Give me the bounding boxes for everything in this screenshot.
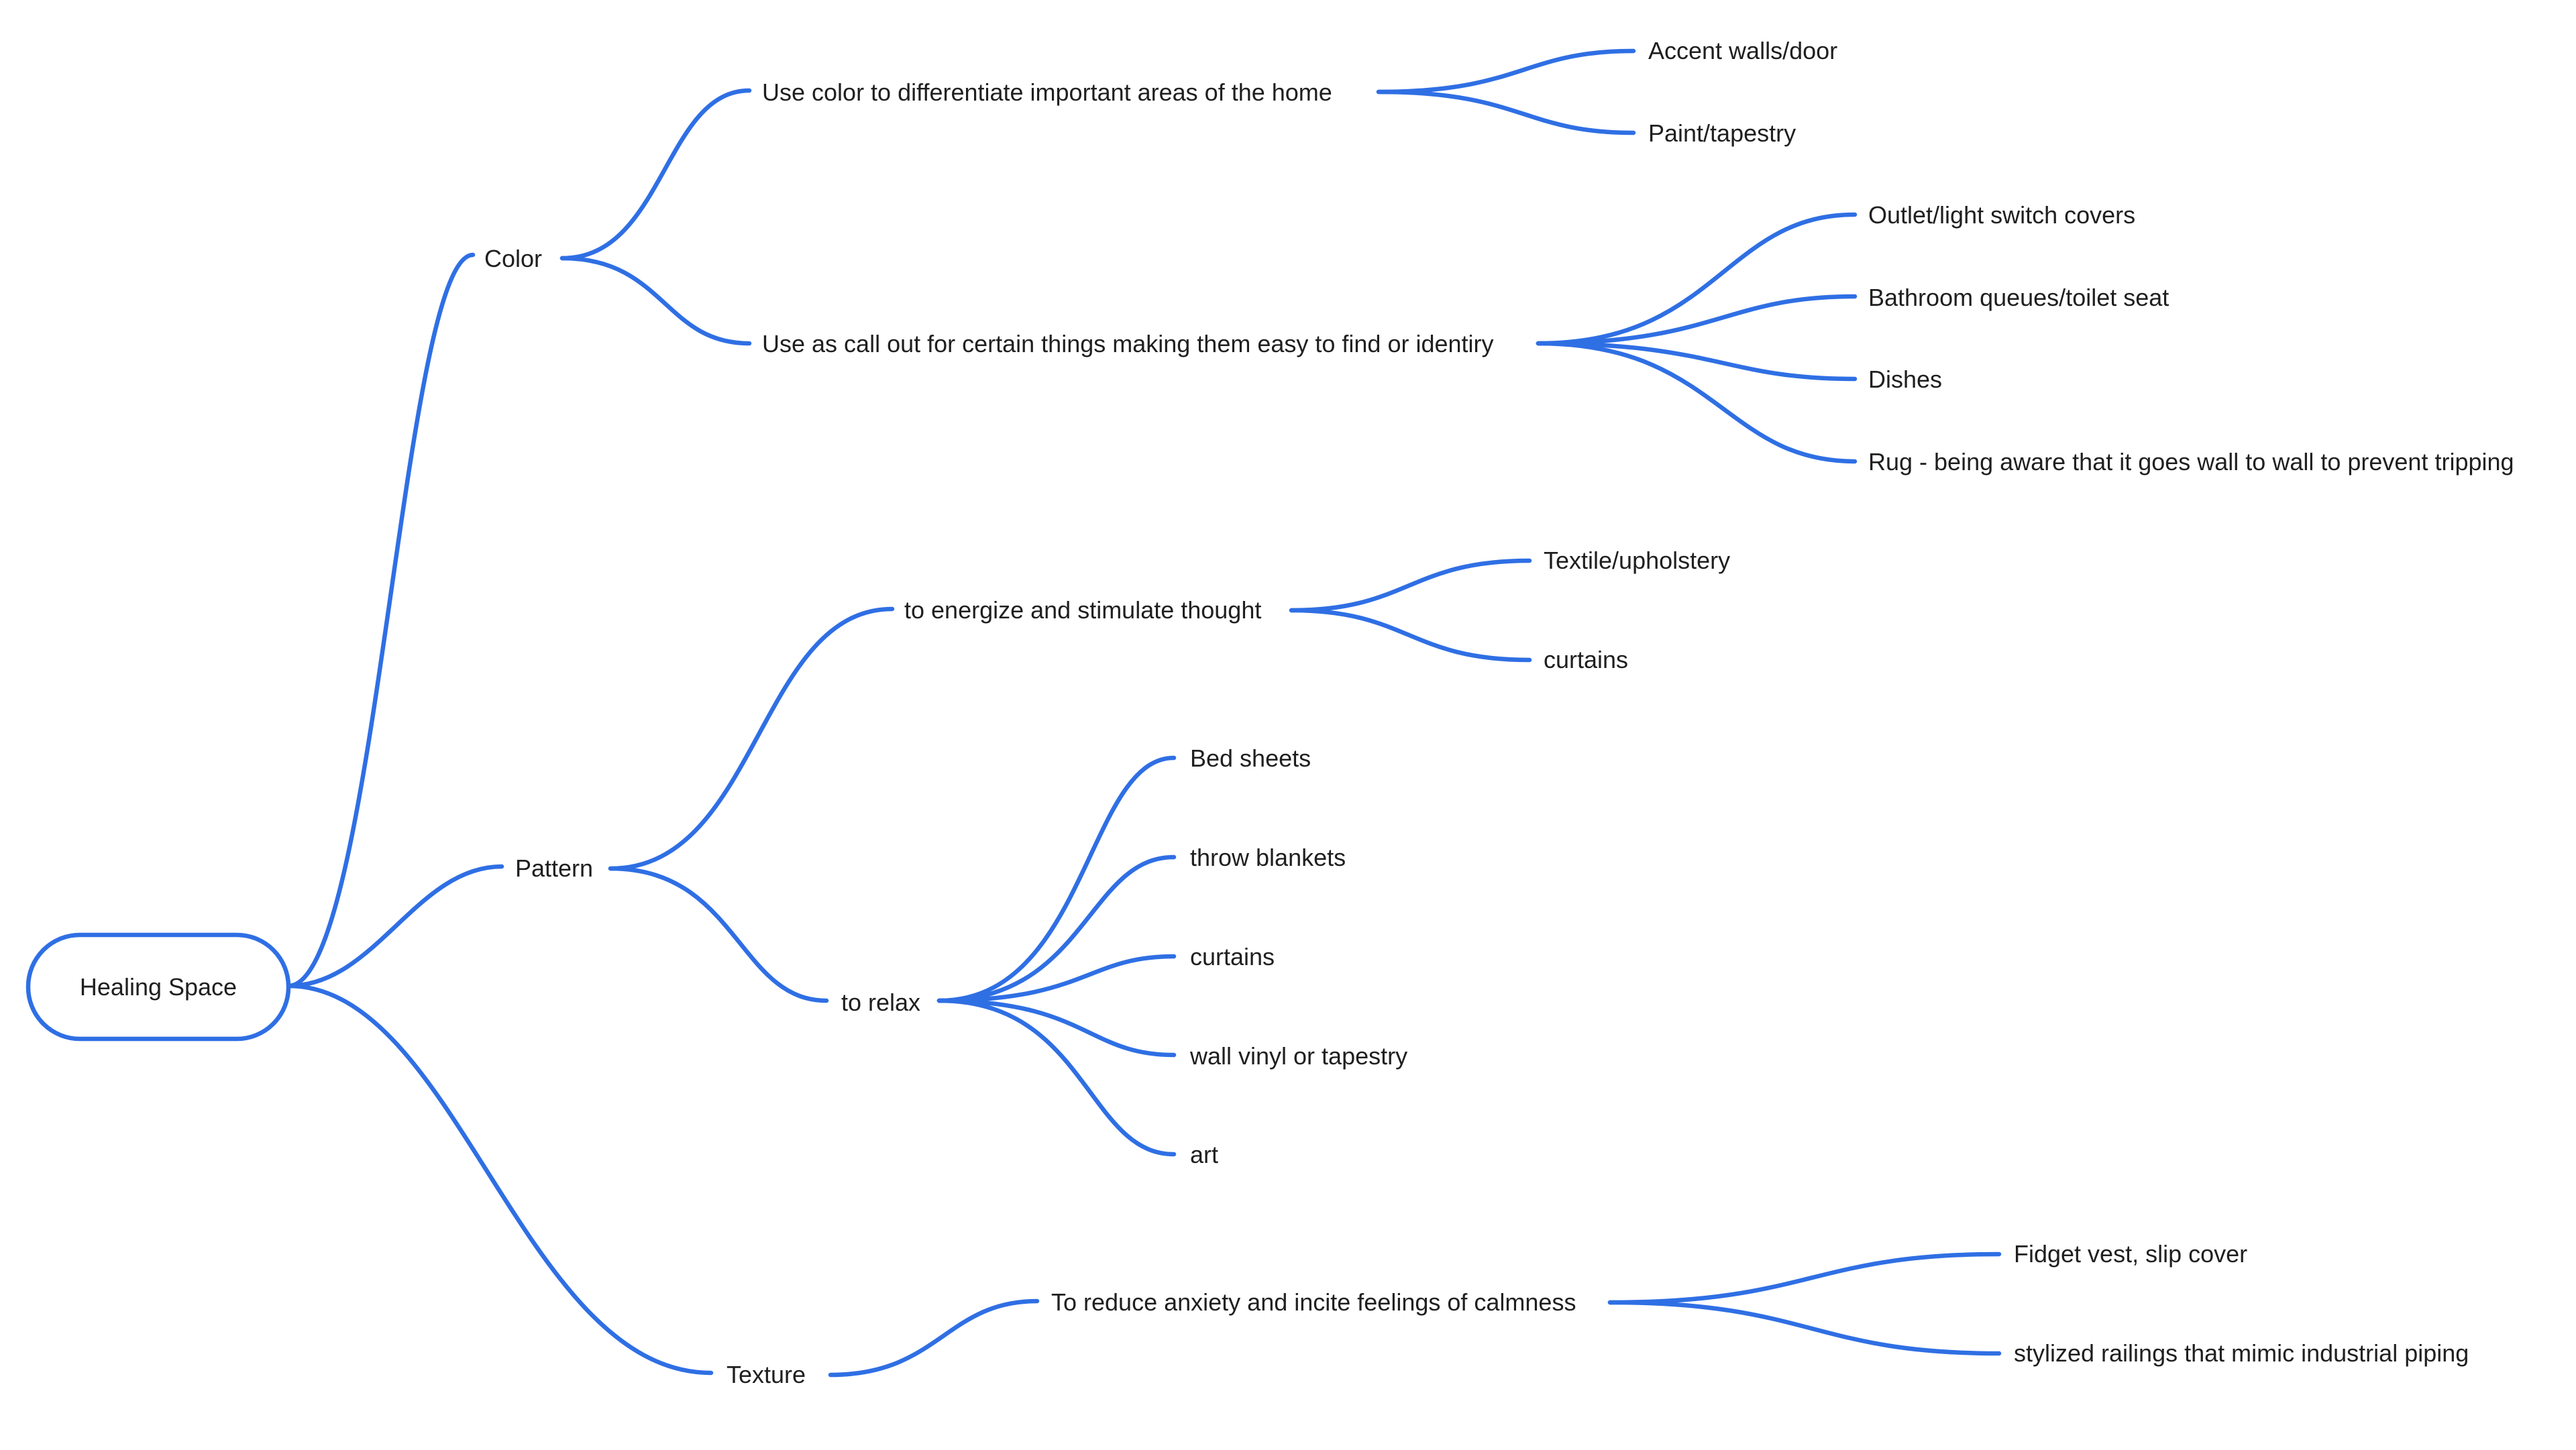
edge-callout-dishes: [1536, 341, 1858, 382]
connector-lines: [286, 48, 2002, 1378]
edge-relax-throw: [936, 854, 1177, 1003]
edge-differentiate-paint: [1376, 89, 1636, 135]
edge-relax-vinyl: [936, 998, 1177, 1058]
edge-energize-curtains: [1289, 608, 1532, 663]
pattern-relax-label[interactable]: to relax: [841, 989, 921, 1016]
edge-relax-curtains: [936, 954, 1177, 1003]
edge-callout-rug: [1536, 341, 1858, 464]
branch-texture-label[interactable]: Texture: [727, 1361, 806, 1388]
edge-root-pattern: [286, 864, 504, 989]
leaf-textile-upholstery[interactable]: Textile/upholstery: [1544, 547, 1731, 574]
root-node-label[interactable]: Healing Space: [79, 973, 237, 1001]
leaf-paint-tapestry[interactable]: Paint/tapestry: [1648, 119, 1796, 147]
leaf-bed-sheets[interactable]: Bed sheets: [1190, 744, 1311, 772]
edge-differentiate-accent: [1376, 48, 1636, 95]
leaf-curtains-relax[interactable]: curtains: [1190, 943, 1275, 970]
edge-pattern-relax: [608, 866, 829, 1003]
branch-color-label[interactable]: Color: [484, 245, 543, 272]
leaf-bathroom-queues[interactable]: Bathroom queues/toilet seat: [1868, 284, 2169, 311]
edge-root-texture: [286, 983, 714, 1376]
edge-root-color: [286, 252, 476, 989]
texture-reduce-label[interactable]: To reduce anxiety and incite feelings of…: [1051, 1288, 1576, 1316]
pattern-energize-label[interactable]: to energize and stimulate thought: [904, 596, 1262, 624]
edge-color-differentiate: [559, 88, 752, 261]
edge-relax-bedsheets: [936, 755, 1177, 1003]
leaf-rug[interactable]: Rug - being aware that it goes wall to w…: [1868, 448, 2514, 476]
color-callout-label[interactable]: Use as call out for certain things makin…: [762, 330, 1494, 357]
leaf-curtains-energize[interactable]: curtains: [1544, 646, 1629, 673]
root-node-outline: [25, 932, 291, 1042]
leaf-art[interactable]: art: [1190, 1141, 1219, 1168]
edge-texture-reduce: [828, 1298, 1040, 1378]
leaf-accent-walls[interactable]: Accent walls/door: [1648, 37, 1838, 64]
edge-relax-art: [936, 998, 1177, 1157]
leaf-outlet-covers[interactable]: Outlet/light switch covers: [1868, 201, 2136, 229]
edge-color-callout: [559, 256, 752, 346]
leaf-throw-blankets[interactable]: throw blankets: [1190, 844, 1346, 871]
branch-pattern-label[interactable]: Pattern: [515, 854, 594, 882]
edge-pattern-energize: [608, 606, 895, 871]
edge-reduce-fidget: [1607, 1251, 2002, 1305]
leaf-dishes[interactable]: Dishes: [1868, 366, 1943, 393]
leaf-wall-vinyl[interactable]: wall vinyl or tapestry: [1190, 1042, 1408, 1070]
leaf-fidget-vest[interactable]: Fidget vest, slip cover: [2014, 1240, 2248, 1268]
color-differentiate-label[interactable]: Use color to differentiate important are…: [762, 78, 1332, 106]
leaf-stylized-railings[interactable]: stylized railings that mimic industrial …: [2014, 1339, 2469, 1367]
edge-callout-outlet: [1536, 212, 1858, 346]
edge-callout-bathroom: [1536, 294, 1858, 346]
edge-reduce-railings: [1607, 1300, 2002, 1356]
edge-energize-textile: [1289, 558, 1532, 613]
